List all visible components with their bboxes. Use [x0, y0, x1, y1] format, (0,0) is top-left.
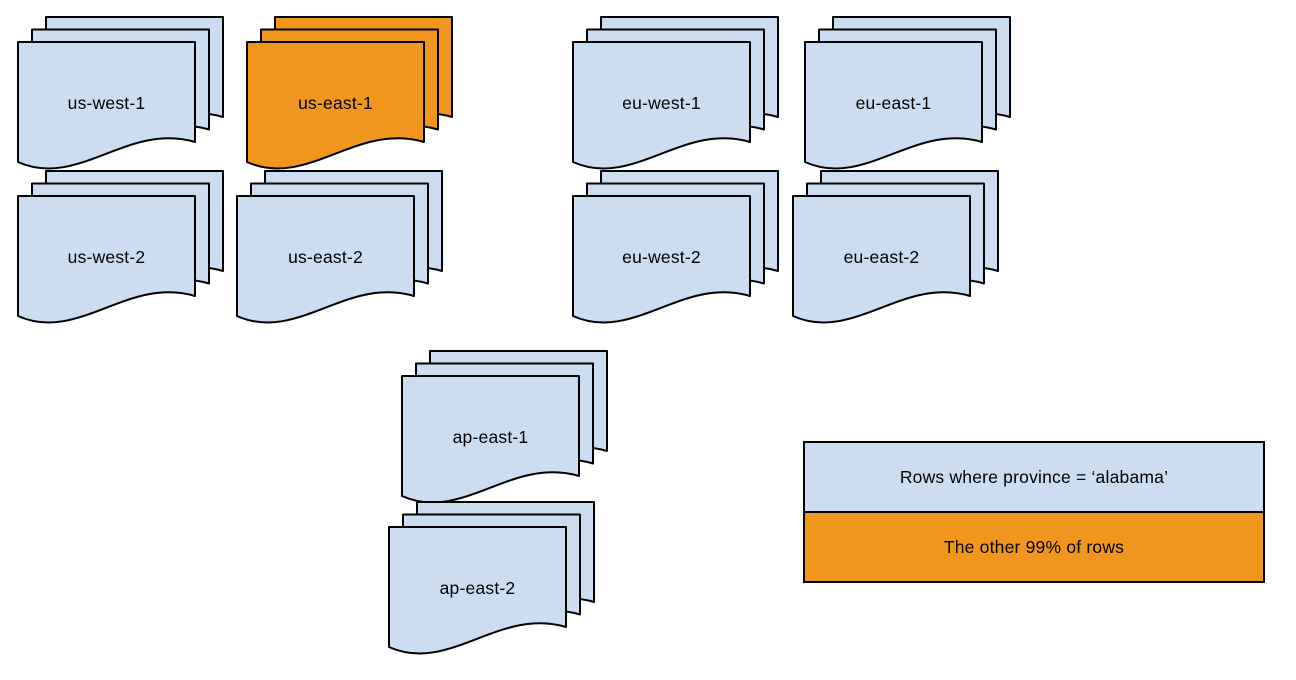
document-shape-front: [572, 195, 751, 324]
document-shape-front: [792, 195, 971, 324]
document-stack-graphic: [246, 16, 453, 170]
region-stack-eu-east-2: eu-east-2: [792, 170, 1004, 328]
document-shape-front: [246, 41, 425, 170]
region-stack-us-east-2: us-east-2: [236, 170, 448, 328]
legend-row-other-rows: The other 99% of rows: [805, 511, 1263, 581]
document-shape-front: [236, 195, 415, 324]
document-stack-graphic: [17, 170, 224, 324]
document-stack-graphic: [792, 170, 999, 324]
document-shape-front: [401, 375, 580, 504]
document-stack-graphic: [572, 170, 779, 324]
document-stack-graphic: [388, 501, 595, 655]
document-stack-graphic: [804, 16, 1011, 170]
document-stack-graphic: [17, 16, 224, 170]
region-stack-us-west-1: us-west-1: [17, 16, 229, 174]
document-shape-front: [388, 526, 567, 655]
document-shape-front: [804, 41, 983, 170]
legend-row-alabama-rows: Rows where province = ‘alabama’: [805, 443, 1263, 511]
region-stack-eu-west-1: eu-west-1: [572, 16, 784, 174]
region-stack-eu-west-2: eu-west-2: [572, 170, 784, 328]
region-stack-ap-east-1: ap-east-1: [401, 350, 613, 508]
document-stack-graphic: [401, 350, 608, 504]
document-stack-graphic: [236, 170, 443, 324]
document-shape-front: [572, 41, 751, 170]
region-stack-ap-east-2: ap-east-2: [388, 501, 600, 659]
document-shape-front: [17, 195, 196, 324]
legend: Rows where province = ‘alabama’ The othe…: [803, 441, 1265, 583]
region-stack-us-east-1: us-east-1: [246, 16, 458, 174]
region-stack-eu-east-1: eu-east-1: [804, 16, 1016, 174]
document-stack-graphic: [572, 16, 779, 170]
document-shape-front: [17, 41, 196, 170]
region-stack-us-west-2: us-west-2: [17, 170, 229, 328]
